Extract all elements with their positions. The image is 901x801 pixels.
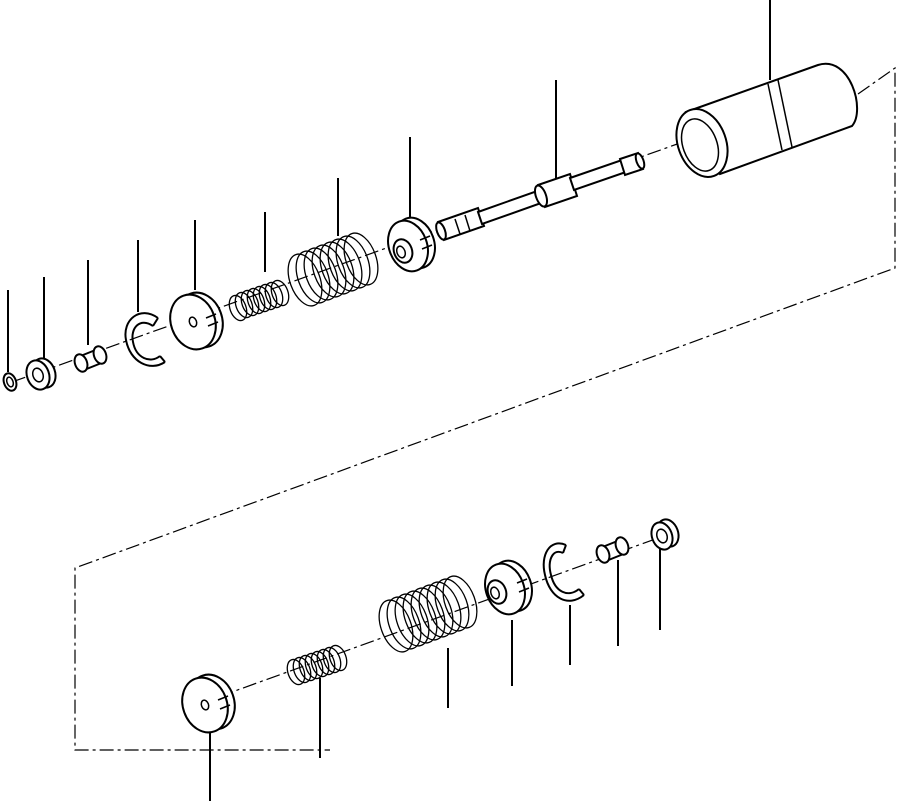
- washer-upper: [25, 357, 57, 391]
- leader-lines-upper: [7, 0, 771, 372]
- assembly-boundary: [74, 66, 896, 751]
- spring-seat-lower: [181, 673, 236, 734]
- retainer-upper: [387, 216, 436, 273]
- centerline-lower: [195, 532, 673, 706]
- leader-lines-lower: [209, 546, 661, 801]
- sleeve: [675, 62, 859, 178]
- spring-seat-upper: [169, 291, 224, 351]
- o-ring-upper: [2, 372, 18, 392]
- collar-lower: [595, 536, 630, 564]
- washer-lower: [650, 518, 680, 551]
- snap-ring-upper: [124, 312, 166, 367]
- large-spring-upper: [287, 232, 379, 307]
- small-spring-lower: [286, 644, 348, 686]
- snap-ring-lower: [542, 542, 585, 602]
- small-spring-upper: [228, 279, 290, 322]
- collar-upper: [73, 345, 108, 373]
- spool: [435, 151, 646, 242]
- retainer-lower: [484, 559, 533, 616]
- large-spring-lower: [378, 575, 478, 653]
